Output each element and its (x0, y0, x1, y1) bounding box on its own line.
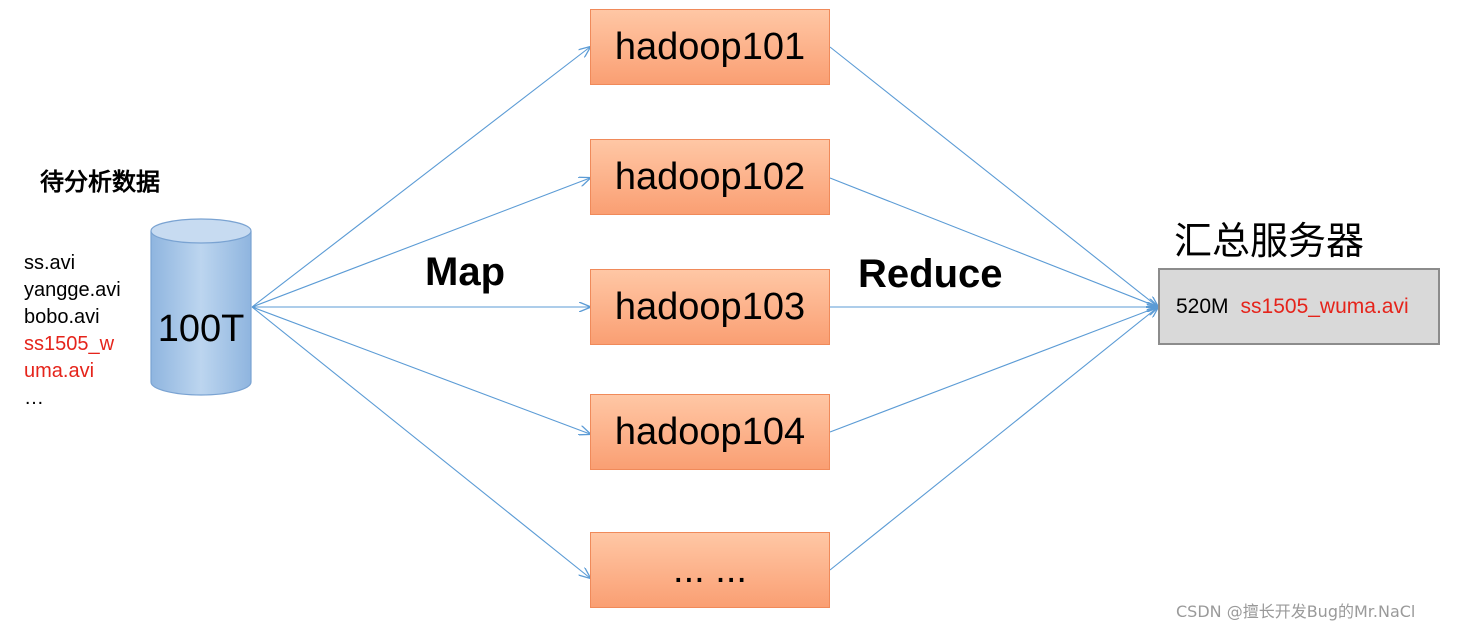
database-size-label: 100T (157, 308, 245, 350)
file-list-item: … (24, 387, 44, 409)
database-cylinder-icon (150, 218, 252, 396)
node-hadoop104: hadoop104 (590, 394, 830, 470)
watermark: CSDN @擅长开发Bug的Mr.NaCl (1176, 602, 1416, 621)
map-arrow (251, 178, 590, 308)
result-size: 520M (1176, 294, 1229, 318)
map-phase-label: Map (425, 250, 505, 294)
reduce-arrow (829, 177, 1158, 307)
node-hadoop103: hadoop103 (590, 269, 830, 345)
reduce-phase-label: Reduce (858, 252, 1003, 296)
map-arrow (251, 306, 590, 578)
node-hadoop102: hadoop102 (590, 139, 830, 215)
node-more: ... ... (590, 532, 830, 608)
node-hadoop101: hadoop101 (590, 9, 830, 85)
reduce-arrow (829, 307, 1158, 571)
source-data-title: 待分析数据 (40, 168, 160, 196)
reduce-arrows (829, 46, 1158, 571)
result-file-name: ss1505_wuma.avi (1240, 294, 1409, 318)
reduce-arrow (829, 46, 1158, 307)
reduce-arrow (829, 307, 1158, 433)
map-arrow (251, 306, 590, 434)
file-list-item: uma.avi (24, 360, 95, 382)
file-list: ss.avi yangge.avi bobo.avi ss1505_w uma.avi … (24, 250, 121, 412)
map-arrows (251, 47, 590, 578)
file-list-item: ss.avi (24, 252, 76, 274)
summary-server-box: 520M ss1505_wuma.avi (1158, 268, 1440, 345)
file-list-item: yangge.avi (24, 279, 121, 301)
file-list-item: bobo.avi (24, 306, 100, 328)
file-list-item: ss1505_w (24, 333, 115, 355)
summary-server-title: 汇总服务器 (1174, 219, 1365, 263)
map-arrow (251, 47, 590, 308)
